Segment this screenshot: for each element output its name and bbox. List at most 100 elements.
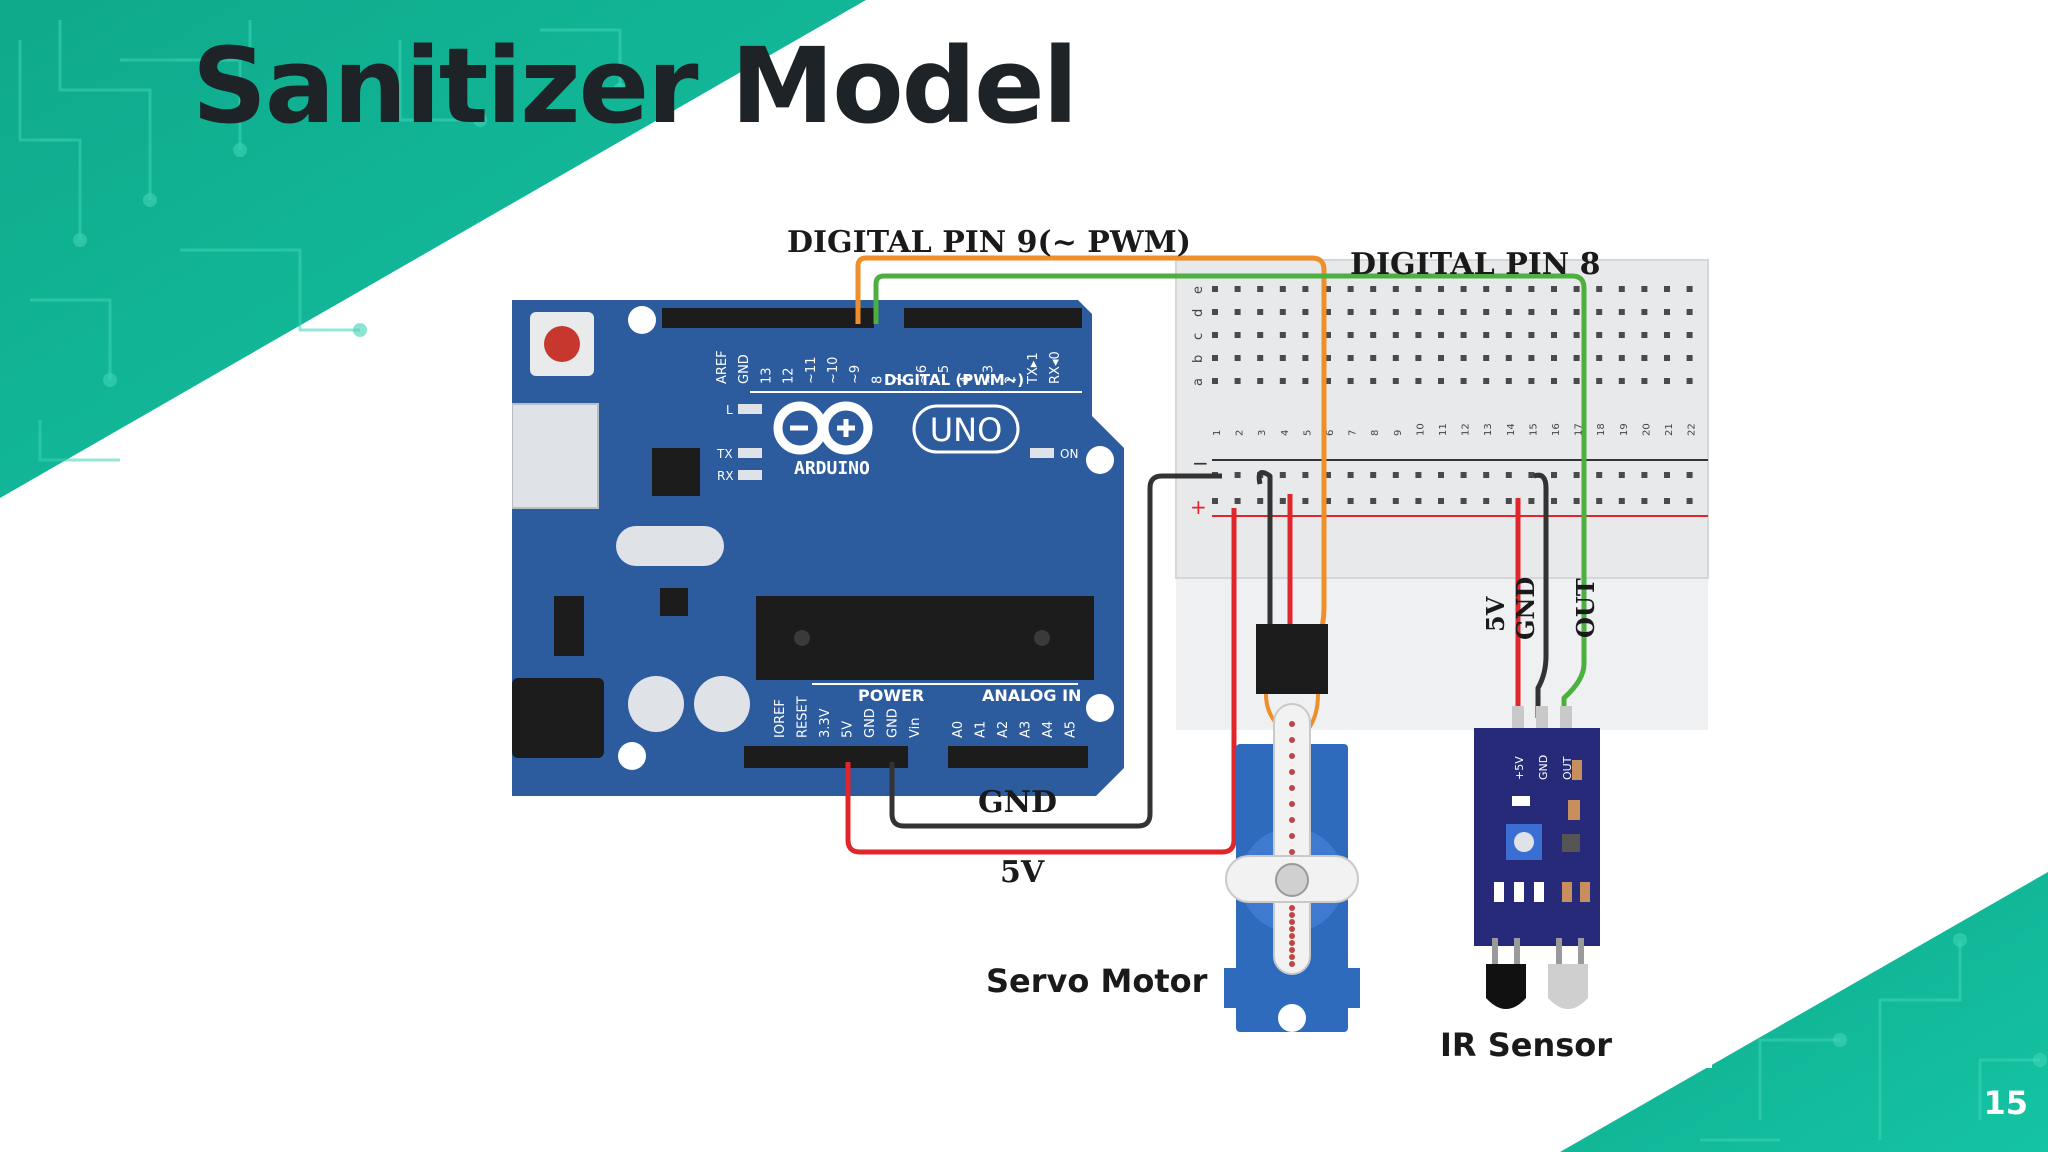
rail-hole xyxy=(1325,472,1331,478)
rail-minus-sign: − xyxy=(1192,451,1209,475)
breadboard-hole xyxy=(1347,378,1354,384)
pin-label: 4 xyxy=(959,376,974,384)
breadboard-hole xyxy=(1596,286,1603,292)
breadboard-hole xyxy=(1325,355,1331,361)
breadboard-row-letter: c xyxy=(1191,333,1206,340)
pin-label: A3 xyxy=(1019,721,1034,738)
breadboard-hole xyxy=(1641,332,1648,338)
breadboard-column-number: 20 xyxy=(1641,423,1652,436)
breadboard-hole xyxy=(1618,286,1625,292)
breadboard-hole xyxy=(1460,355,1467,361)
label-ir-sensor: IR Sensor xyxy=(1440,1026,1612,1064)
breadboard-hole xyxy=(1573,355,1580,361)
pin-label: RESET xyxy=(796,696,811,738)
analog-header xyxy=(948,746,1088,768)
rail-hole xyxy=(1325,498,1331,504)
breadboard-hole xyxy=(1279,309,1286,315)
rail-hole xyxy=(1528,472,1535,478)
mount-hole xyxy=(628,306,656,334)
breadboard-hole xyxy=(1234,355,1241,361)
rail-hole xyxy=(1212,498,1218,504)
digital-header xyxy=(662,308,874,328)
breadboard-hole xyxy=(1618,332,1625,338)
breadboard-hole xyxy=(1279,286,1286,292)
rail-hole xyxy=(1686,498,1693,504)
pin-label: 7 xyxy=(893,376,908,384)
rail-hole xyxy=(1392,498,1399,504)
breadboard-hole xyxy=(1596,378,1603,384)
breadboard-hole xyxy=(1618,355,1625,361)
rail-hole xyxy=(1664,498,1670,504)
breadboard-hole xyxy=(1618,378,1625,384)
pin-label: A4 xyxy=(1041,721,1056,738)
wire-pin8-signal xyxy=(873,273,1587,718)
breadboard-row-letter: b xyxy=(1191,355,1206,363)
board-brand-label: ARDUINO xyxy=(794,458,870,479)
breadboard-hole xyxy=(1257,286,1264,292)
rail-hole xyxy=(1302,498,1309,504)
pin-label: RX◂0 xyxy=(1048,351,1063,384)
arduino-uno-board: UNO ARDUINO DIGITAL (PWM~) POWER ANALOG … xyxy=(512,300,1124,796)
breadboard-hole xyxy=(1483,355,1490,361)
ir-sensor-module: +5V GND OUT xyxy=(1474,706,1600,1009)
top-left-accent-triangle xyxy=(0,0,866,498)
pin-label: 12 xyxy=(782,367,797,384)
breadboard-hole xyxy=(1641,378,1648,384)
rail-hole xyxy=(1415,498,1422,504)
breadboard-hole xyxy=(1392,378,1399,384)
breadboard-hole xyxy=(1596,355,1603,361)
servo-horn-hole xyxy=(1289,919,1295,925)
rail-hole xyxy=(1528,498,1535,504)
breadboard-column-number: 12 xyxy=(1461,423,1472,436)
breadboard-column-number: 4 xyxy=(1280,430,1291,436)
breadboard-hole xyxy=(1686,355,1693,361)
reset-button xyxy=(544,326,580,362)
breadboard-hole xyxy=(1641,286,1648,292)
servo-horn-hole xyxy=(1289,737,1295,743)
mount-hole xyxy=(1086,446,1114,474)
breadboard-hole xyxy=(1505,332,1512,338)
pin-label: GND xyxy=(863,708,878,738)
breadboard-column-number: 21 xyxy=(1664,423,1675,436)
breadboard-hole xyxy=(1392,355,1399,361)
rail-hole xyxy=(1596,472,1603,478)
breadboard-hole xyxy=(1234,332,1241,338)
breadboard-hole xyxy=(1528,378,1535,384)
breadboard-column-number: 5 xyxy=(1302,430,1313,436)
breadboard-hole xyxy=(1302,286,1309,292)
breadboard-hole xyxy=(1551,332,1557,338)
breadboard-hole xyxy=(1483,378,1490,384)
pin-label: GND xyxy=(737,354,752,384)
servo-horn-hole xyxy=(1289,817,1295,823)
pin-label: 5V xyxy=(841,721,856,738)
label-sensor-5v: 5V xyxy=(1481,596,1510,632)
breadboard-hole xyxy=(1528,286,1535,292)
pin-label: IOREF xyxy=(773,699,788,738)
breadboard-hole xyxy=(1528,355,1535,361)
breadboard-column-number: 6 xyxy=(1325,430,1336,436)
capacitor xyxy=(628,676,684,732)
pin-label: 3.3V xyxy=(818,708,833,738)
rail-hole xyxy=(1483,498,1490,504)
rx-led-label: RX xyxy=(717,469,734,483)
servo-horn-hole xyxy=(1289,721,1295,727)
servo-horn-hole xyxy=(1289,940,1295,946)
on-led-label: ON xyxy=(1060,447,1078,461)
crystal xyxy=(616,526,724,566)
pin-label: A2 xyxy=(996,721,1011,738)
pin-label: TX▸1 xyxy=(1026,352,1041,385)
breadboard-hole xyxy=(1234,378,1241,384)
servo-connector xyxy=(1256,624,1328,694)
servo-horn-hole xyxy=(1289,833,1295,839)
breadboard-hole xyxy=(1505,355,1512,361)
breadboard-hole xyxy=(1505,378,1512,384)
breadboard-hole xyxy=(1212,309,1218,315)
pin-label: ~6 xyxy=(915,365,930,384)
servo-horn-hole xyxy=(1289,769,1295,775)
breadboard-hole xyxy=(1257,378,1264,384)
breadboard-hole xyxy=(1664,355,1670,361)
breadboard-hole xyxy=(1686,309,1693,315)
usb-chip xyxy=(652,448,700,496)
